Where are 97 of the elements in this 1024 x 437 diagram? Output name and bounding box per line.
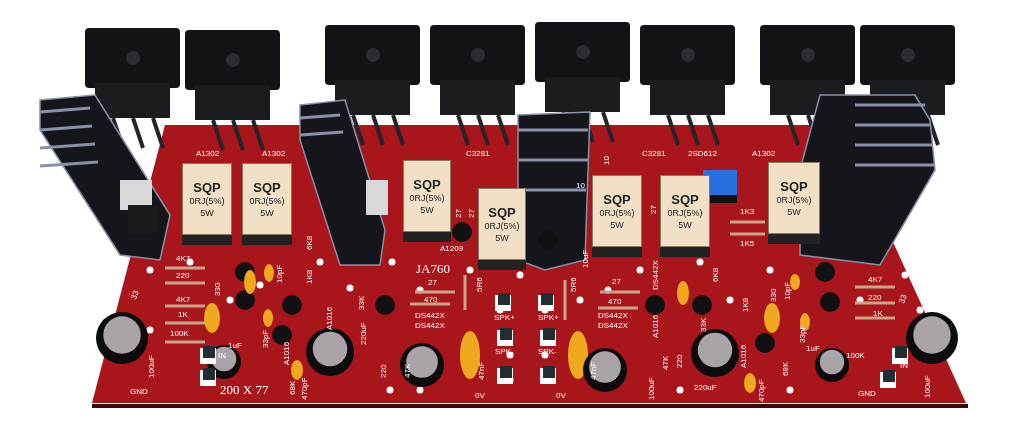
resistor-marking: 5W (200, 208, 214, 218)
silkscreen-label: DS442X (415, 322, 445, 330)
silkscreen-label: DS442X (598, 312, 628, 320)
silkscreen-label: 5R6 (476, 277, 484, 292)
resistor-marking: 0RJ(5%) (599, 208, 635, 218)
silkscreen-label: 27 (650, 205, 658, 214)
silkscreen-label: 27 (612, 278, 621, 286)
silkscreen-label: 47K (404, 363, 412, 378)
silkscreen-label: A1302 (752, 150, 776, 158)
silkscreen-label: 1K (178, 311, 188, 319)
silkscreen-label: SPK+ (494, 314, 515, 322)
silkscreen-label: 100uF (648, 377, 656, 400)
silkscreen-label: SPK+ (538, 314, 559, 322)
silkscreen-label: A1016 (652, 314, 660, 338)
silkscreen-label: 1K5 (740, 240, 755, 248)
silkscreen-label: 4K7 (176, 255, 191, 263)
silkscreen-label: 1uF (806, 345, 820, 353)
silkscreen-label: 27 (468, 209, 476, 218)
silkscreen-label: DS442X (415, 312, 445, 320)
resistor-marking: 5W (610, 220, 624, 230)
silkscreen-label: 100uF (148, 355, 156, 378)
resistor-marking: SQP (488, 205, 516, 219)
silkscreen-label: 27 (455, 209, 463, 218)
silkscreen-label: 47nF (478, 361, 486, 380)
silkscreen-label: 0V (475, 392, 485, 400)
resistor-marking: SQP (603, 192, 631, 206)
silkscreen-label: 1K8 (306, 269, 314, 284)
silkscreen-label: C3281 (642, 150, 666, 158)
silkscreen-label: 4K7 (176, 296, 191, 304)
silkscreen-label: 1K8 (742, 297, 750, 312)
resistor-marking: 0RJ(5%) (484, 221, 520, 231)
silkscreen-label: 100K (170, 330, 189, 338)
silkscreen-label: A1016 (740, 344, 748, 368)
silkscreen-label: 10 (603, 156, 611, 165)
silkscreen-label: 10uF (582, 249, 590, 268)
resistor-marking: 0RJ(5%) (249, 196, 285, 206)
silkscreen-label: GND (130, 388, 148, 396)
silkscreen-label: A1016 (283, 341, 291, 365)
silkscreen-label: 33pF (262, 329, 270, 348)
silkscreen-label: 330 (770, 288, 778, 302)
silkscreen-label: 220 (380, 364, 388, 378)
resistor-marking: 0RJ(5%) (409, 193, 445, 203)
silkscreen-label: 6K8 (306, 235, 314, 250)
silkscreen-label: 330 (214, 282, 222, 296)
resistor-marking: SQP (671, 192, 699, 206)
silkscreen-label: 68K (289, 380, 297, 395)
resistor-marking: SQP (253, 180, 281, 194)
resistor-marking: 5W (787, 207, 801, 217)
resistor-marking: SQP (780, 179, 808, 193)
silkscreen-label: GND (858, 390, 876, 398)
silkscreen-label: 6K8 (712, 267, 720, 282)
silkscreen-label: DS442X (652, 260, 660, 290)
silkscreen-label: A1209 (440, 245, 464, 253)
silkscreen-label: A1016 (326, 306, 334, 330)
silkscreen-label: 470pF (758, 379, 766, 402)
silkscreen-label: 27 (428, 279, 437, 287)
resistor-marking: 0RJ(5%) (667, 208, 703, 218)
resistor-marking: 5W (678, 220, 692, 230)
silkscreen-label: 1K (873, 310, 883, 318)
silkscreen-label: 33K (700, 317, 708, 332)
resistor-marking: SQP (413, 177, 441, 191)
silkscreen-label: 470 (424, 296, 438, 304)
silkscreen-label: 68K (782, 361, 790, 376)
silkscreen-label: IN (218, 352, 226, 360)
silkscreen-label: 4K7 (868, 276, 883, 284)
silkscreen-label: C3281 (466, 150, 490, 158)
silkscreen-label: 10pF (784, 281, 792, 300)
resistor-marking: 5W (420, 205, 434, 215)
silkscreen-label: 1K3 (740, 208, 755, 216)
silkscreen-label: 0V (556, 392, 566, 400)
resistor-marking: 0RJ(5%) (776, 195, 812, 205)
silkscreen-label: 100K (846, 352, 865, 360)
silkscreen-label: 1uF (228, 342, 242, 350)
silkscreen-label: 33 (130, 289, 141, 301)
resistor-marking: 5W (495, 233, 509, 243)
silkscreen-label: 5R6 (570, 277, 578, 292)
silkscreen-label: 220uF (360, 322, 368, 345)
silkscreen-label: DS442X (598, 322, 628, 330)
silkscreen-label: 2SD612 (688, 150, 717, 158)
silkscreen-label: 220 (868, 294, 882, 302)
resistor-marking: 0RJ(5%) (189, 196, 225, 206)
silkscreen-label: 470pF (301, 377, 309, 400)
silkscreen-label: 200 X 77 (220, 383, 269, 396)
silkscreen-label: 33pF (799, 324, 807, 343)
silkscreen-label: 33 (898, 293, 909, 305)
silkscreen-label: 220 (176, 272, 190, 280)
resistor-marking: 5W (260, 208, 274, 218)
silkscreen-label: 470 (608, 298, 622, 306)
silkscreen-label: 220uF (694, 384, 717, 392)
resistor-marking: SQP (193, 180, 221, 194)
silkscreen-label: JA760 (416, 262, 450, 275)
silkscreen-label: 33K (358, 295, 366, 310)
silkscreen-label: 10pF (276, 264, 284, 283)
silkscreen-label: 100uF (924, 375, 932, 398)
silkscreen-label: 220 (676, 354, 684, 368)
silkscreen-label: 47K (662, 355, 670, 370)
silkscreen-label: 47nF (590, 361, 598, 380)
